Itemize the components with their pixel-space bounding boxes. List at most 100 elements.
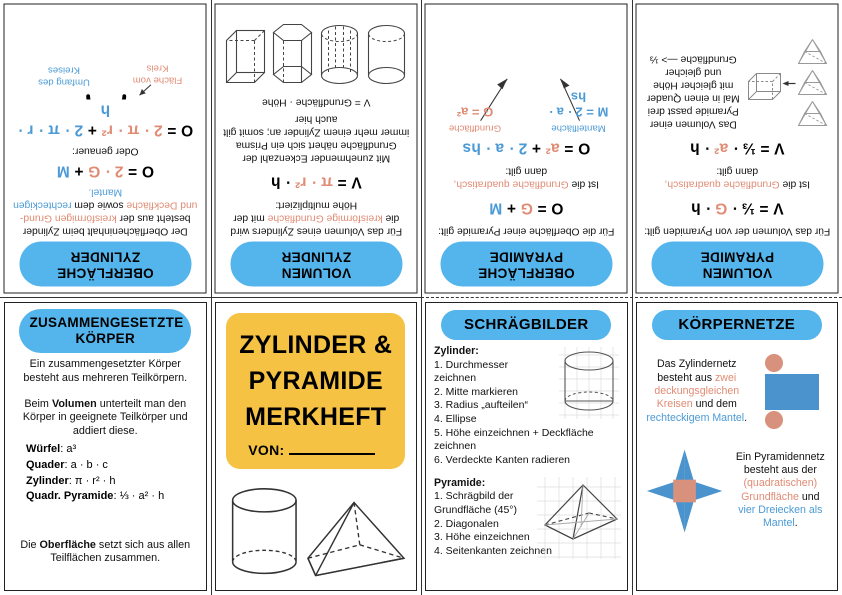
formula-oberflaeche-general: O = G + M — [489, 197, 563, 217]
zylindernetz-block: Das Zylindernetz besteht aus zwei deckun… — [645, 353, 830, 431]
panel-title-schraegbilder: SCHRÄGBILDER — [441, 309, 612, 340]
panel-koerpernetze: KÖRPERNETZE Das Zylindernetz besteht aus… — [632, 298, 842, 595]
label-mantelflaeche: Mantelfläche M = 2 · a · hs — [540, 89, 618, 134]
panel-title-koerpernetze: KÖRPERNETZE — [651, 309, 822, 340]
zylinder-step: 4. Ellipse — [434, 413, 477, 426]
cover-von-blank[interactable] — [288, 453, 375, 456]
cylinder-icon — [231, 488, 297, 575]
list-item: Quadr. Pyramide: ⅓ · a² · h — [26, 490, 165, 503]
formula2-kreisflaeche: 2 · π · r² — [101, 121, 163, 139]
list-item-name: Quadr. Pyramide — [26, 490, 114, 503]
condition-part-1: Ist die — [568, 178, 599, 190]
panel-oberflaeche-zylinder: OBERFLÄCHE ZYLINDER Der Oberflächeninhal… — [0, 0, 211, 298]
panel-title-zusammengesetzte-koerper: ZUSAMMENGESETZTE KÖRPER — [19, 308, 192, 354]
paragraph-oberflaeche-part-2: setzt sich aus allen Teilflächen zusamme… — [50, 538, 191, 565]
formula-oberflaeche-detailed: O = 2 · π · r² + 2 · π · r · h — [12, 99, 199, 139]
pyramide-steps-block: Pyramide: 1. Schrägbild der Grundfläche … — [434, 476, 621, 559]
condition-highlight: Grundfläche quadratisch, — [453, 178, 569, 190]
intro-text: Für das Volumen eines Zylinders wird die… — [223, 198, 410, 237]
panel-title-oberflaeche-pyramide: OBERFLÄCHE PYRAMIDE — [440, 241, 613, 287]
cover-title-block: ZYLINDER & PYRAMIDE MERKHEFT VON: — [226, 312, 406, 470]
cover-figures — [224, 483, 409, 583]
list-item: Würfel: a³ — [26, 443, 77, 456]
list-item-formula: a³ — [66, 443, 77, 456]
formula-lhs: V = ⅓ · — [726, 199, 784, 217]
three-pyramids-into-cuboid-icon — [747, 39, 827, 126]
cylinder-net-icon — [765, 353, 820, 429]
title-line-2: KÖRPER — [75, 330, 136, 346]
panel-volumen-pyramide: VOLUMEN PYRAMIDE Für das Volumen der von… — [632, 0, 842, 298]
formula-lhs: O = — [123, 162, 154, 180]
label-umfang-kreis: Umfang des Kreises — [38, 64, 90, 88]
title-line-2: ZYLINDER — [70, 249, 141, 265]
pyramidennetz-text: Ein Pyramidennetz besteht aus der (quadr… — [732, 451, 829, 531]
cylinder-schraegbild-icon — [558, 346, 619, 419]
zylinder-step: 1. Durchmesser zeichnen — [434, 358, 509, 385]
condition-text: Ist die Grundfläche quadratisch, dann gi… — [453, 164, 599, 190]
panel-zusammengesetzte-koerper: ZUSAMMENGESETZTE KÖRPER Ein zusammengese… — [0, 298, 211, 595]
list-item-formula: ⅓ · a² · h — [119, 490, 165, 503]
formula2-dot: · — [699, 139, 714, 157]
pyramid-schraegbild-icon — [536, 476, 621, 559]
explain-text: Das Volumen einer Pyramide passt drei Ma… — [646, 53, 740, 130]
cover-title-line-3: MERKHEFT — [245, 403, 387, 431]
condition-text: Ist die Grundfläche quadratisch, dann gi… — [664, 164, 809, 189]
many-sided-prism-icon — [320, 25, 358, 85]
formula-dot: · — [279, 173, 295, 191]
intro-part-2: sowie dem — [71, 199, 127, 211]
formula-lhs: O = — [532, 199, 564, 217]
pyramidennetz-part-3: . — [794, 517, 798, 530]
formula-oberflaeche-quadratisch: O = a² + 2 · a · hs — [462, 137, 590, 157]
pyramidennetz-block: Ein Pyramidennetz besteht aus der (quadr… — [645, 445, 830, 537]
zylinder-step: 2. Mitte markieren — [434, 385, 519, 398]
paragraph-volumen-part-1: Beim — [24, 397, 52, 410]
label-mantelflaeche-name: Mantelfläche — [551, 122, 606, 134]
list-item-formula: a · b · c — [70, 459, 108, 472]
zylinder-step: 5. Höhe einzeichnen + Deckfläche zeichne… — [434, 426, 594, 453]
explain-block: Das Volumen einer Pyramide passt drei Ma… — [644, 33, 831, 129]
pyramide-step: 4. Seitenkanten zeichnen — [434, 545, 552, 558]
formula2-lhs: O = — [162, 121, 194, 139]
cover-von-field[interactable]: VON: — [234, 442, 397, 459]
pyramidennetz-part-1: Ein Pyramidennetz besteht aus der — [735, 450, 825, 477]
title-line-2: PYRAMIDE — [489, 249, 564, 265]
fold-line-horizontal-solid — [0, 297, 421, 298]
formula2-a-squared: a² — [545, 139, 560, 157]
paragraph-oberflaeche-part-1: Die — [20, 538, 40, 551]
rule-text: V = Grundfläche · Höhe — [261, 96, 370, 108]
square-pyramid-icon — [307, 501, 406, 577]
formula2-a-squared: a² — [713, 139, 728, 157]
zylindernetz-text: Das Zylindernetz besteht aus zwei deckun… — [645, 358, 748, 425]
annotation-arrows-icon — [480, 78, 581, 121]
paragraph-oberflaeche-keyword: Oberfläche — [39, 538, 96, 551]
label-mantelflaeche-value: M = 2 · a · hs — [548, 89, 609, 120]
title-line-1: OBERFLÄCHE — [56, 265, 154, 281]
pyramide-heading: Pyramide: — [434, 476, 486, 489]
label-grundflaeche: Grundfläche G = a² — [439, 104, 511, 134]
formula2-lhs: O = — [559, 139, 591, 157]
list-item-name: Würfel — [26, 443, 61, 456]
list-item: Zylinder: π · r² · h — [26, 474, 116, 487]
title-line-2: PYRAMIDE — [699, 249, 774, 265]
formula-volumen-quadratisch: V = ⅓ · a² · h — [689, 137, 784, 157]
zylindernetz-highlight-red: zwei deckungsgleichen Kreisen — [654, 371, 740, 411]
cover-von-label: VON: — [248, 442, 285, 459]
label-grundflaeche-name: Grundfläche — [448, 122, 502, 134]
formula2-mantel: 2 · a · hs — [462, 139, 528, 157]
paragraph-volumen-part-2: unterteilt man den Körper in geeignete T… — [22, 397, 188, 437]
zylindernetz-part-1: Das Zylindernetz besteht aus — [657, 358, 737, 384]
condition-part-2: dann gilt: — [505, 165, 548, 177]
formula-grundflaeche: 2 · G — [87, 162, 124, 180]
explain-text: Mit zunehmender Eckenzahl der Grundfläch… — [222, 113, 409, 164]
title-line-1: VOLUMEN — [280, 265, 351, 281]
formula-grundflaeche: G — [520, 199, 533, 217]
pyramide-step: 1. Schrägbild der Grundfläche (45°) — [434, 490, 517, 517]
cylinder-icon — [367, 25, 405, 85]
title-line-1: OBERFLÄCHE — [477, 265, 575, 281]
formula-grundflaeche: G — [714, 199, 727, 217]
formula-mantel: M — [489, 199, 503, 217]
formula-dot: · — [700, 199, 715, 217]
formula-plus: + — [502, 199, 521, 217]
oder-genauer-label: Oder genauer: — [72, 145, 139, 157]
